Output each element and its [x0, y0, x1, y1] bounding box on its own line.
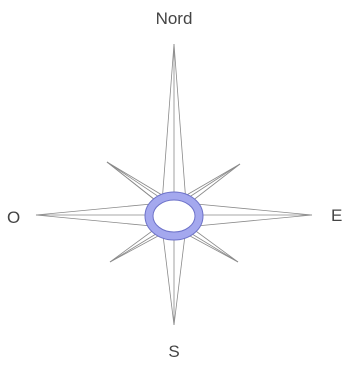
center-ring	[145, 192, 203, 240]
cardinal-points	[36, 44, 312, 325]
